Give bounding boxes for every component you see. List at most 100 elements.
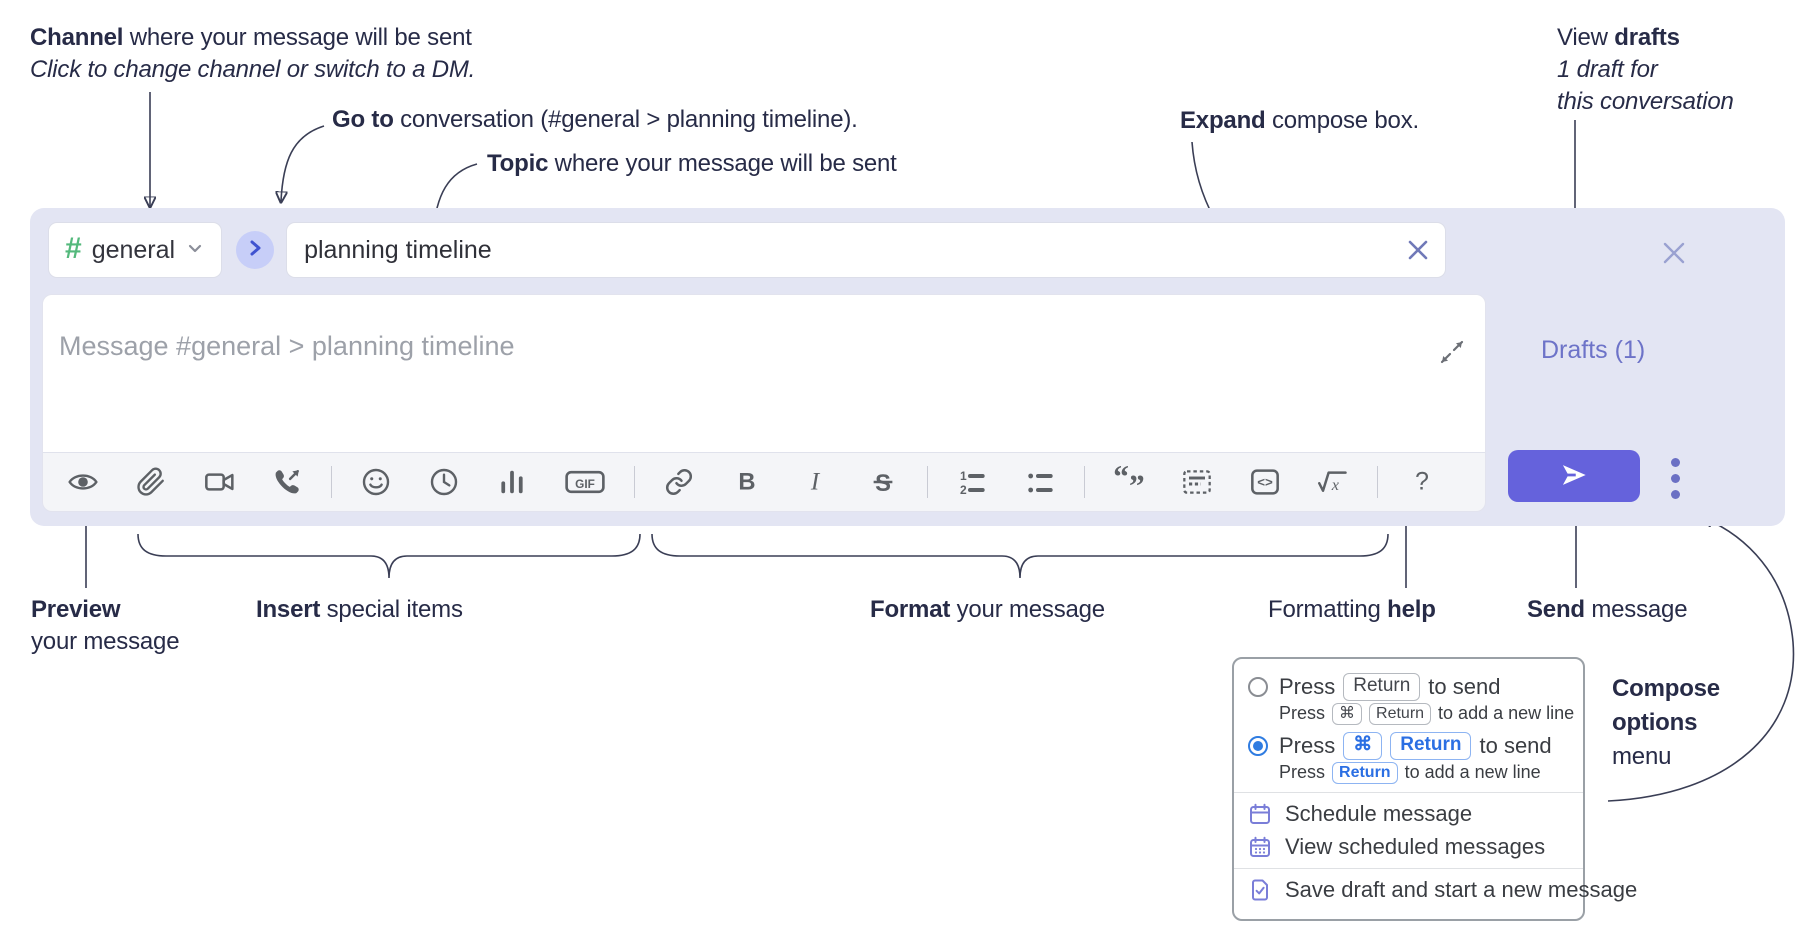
return-key-label: Return [1332, 761, 1398, 784]
quote-button[interactable]: “” [1106, 460, 1152, 504]
view-scheduled-messages-item[interactable]: View scheduled messages [1248, 834, 1566, 860]
help-annotation: Formatting help [1268, 596, 1436, 623]
cmd-enter-sends-subtext: Press Return to add a new line [1279, 761, 1541, 784]
calendar-grid-icon [1248, 835, 1272, 859]
code-button[interactable]: <> [1242, 460, 1288, 504]
bold-button[interactable]: B [724, 460, 770, 504]
formatting-help-button[interactable]: ? [1399, 460, 1445, 504]
clock-icon [428, 466, 460, 498]
toolbar-divider [1377, 466, 1378, 498]
send-icon [1559, 461, 1589, 492]
menu-divider [1234, 791, 1583, 793]
bold-icon: B [732, 467, 762, 497]
send-button[interactable] [1508, 450, 1640, 502]
math-icon: x [1316, 467, 1350, 497]
svg-text:x: x [1331, 476, 1340, 494]
strikethrough-button[interactable]: S [860, 460, 906, 504]
bulleted-list-icon [1024, 466, 1056, 498]
topic-field-wrap [286, 222, 1447, 278]
code-icon: <> [1249, 466, 1281, 498]
return-key-label: Return [1390, 731, 1472, 760]
channel-selector[interactable]: # general [48, 222, 223, 278]
quote-icon: “” [1112, 466, 1146, 498]
close-compose-button[interactable] [1659, 238, 1689, 268]
toolbar-divider [1084, 466, 1085, 498]
radio-selected-icon[interactable] [1248, 735, 1268, 756]
math-button[interactable]: x [1310, 460, 1356, 504]
italic-button[interactable]: I [792, 460, 838, 504]
add-poll-button[interactable] [489, 460, 535, 504]
expand-annotation: Expand compose box. [1180, 107, 1419, 134]
clear-topic-button[interactable] [1404, 236, 1432, 264]
menu-divider [1234, 867, 1583, 869]
message-textarea[interactable] [43, 295, 1485, 452]
spoiler-icon [1181, 466, 1213, 498]
message-area [42, 294, 1486, 452]
topic-annotation: Topic where your message will be sent [487, 150, 897, 177]
cmd-key-label: ⌘ [1332, 702, 1363, 725]
compose-toolbar: GIF B I S [42, 452, 1486, 512]
add-video-call-button[interactable] [196, 460, 242, 504]
channel-hash-icon: # [65, 232, 82, 265]
compose-options-annotation: Compose options menu [1612, 675, 1720, 770]
compose-options-menu: Press Return to send Press ⌘ Return to a… [1232, 657, 1637, 921]
send-annotation: Send message [1527, 596, 1688, 623]
topic-input[interactable] [286, 222, 1447, 278]
cmd-key-label: ⌘ [1343, 731, 1383, 760]
close-icon [1659, 242, 1689, 271]
preview-annotation: Preview your message [31, 596, 180, 655]
smiley-icon [360, 466, 392, 498]
expand-compose-button[interactable] [1439, 339, 1465, 365]
spoiler-button[interactable] [1174, 460, 1220, 504]
insert-brace [137, 533, 641, 579]
enter-sends-option[interactable]: Press Return to send [1248, 673, 1566, 701]
add-voice-call-button[interactable] [264, 460, 310, 504]
format-brace [651, 533, 1389, 579]
return-key-label: Return [1343, 673, 1421, 701]
add-gif-button[interactable]: GIF [557, 460, 613, 504]
calendar-icon [1248, 802, 1272, 826]
gif-icon: GIF [564, 466, 606, 498]
phone-call-icon [272, 467, 302, 497]
chevron-down-icon [185, 238, 205, 263]
svg-text:”: ” [1129, 468, 1145, 498]
bar-chart-icon [497, 467, 527, 497]
toolbar-divider [634, 466, 635, 498]
emoji-button[interactable] [353, 460, 399, 504]
svg-text:?: ? [1415, 468, 1429, 496]
save-draft-item[interactable]: Save draft and start a new message [1248, 877, 1637, 903]
insert-annotation: Insert special items [256, 596, 463, 623]
channel-annotation: Channel where your message will be sent … [30, 24, 476, 83]
attach-file-button[interactable] [128, 460, 174, 504]
compose-header-row: # general [48, 222, 1447, 278]
insert-link-button[interactable] [656, 460, 702, 504]
eye-icon [67, 466, 99, 498]
compose-options-button[interactable] [1660, 454, 1690, 502]
close-icon [1404, 240, 1432, 267]
radio-unselected-icon[interactable] [1248, 676, 1268, 697]
preview-button[interactable] [60, 460, 106, 504]
go-to-conversation-button[interactable] [236, 231, 275, 269]
drafts-annotation: View drafts 1 draft for this conversatio… [1557, 24, 1734, 115]
paperclip-icon [136, 467, 166, 497]
cmd-enter-sends-option[interactable]: Press ⌘ Return to send [1248, 731, 1566, 760]
drafts-link[interactable]: Drafts (1) [1541, 336, 1646, 364]
format-annotation: Format your message [870, 596, 1105, 623]
schedule-message-item[interactable]: Schedule message [1248, 801, 1566, 827]
svg-text:B: B [738, 469, 755, 496]
kebab-dots-icon [1670, 457, 1680, 499]
expand-icon [1439, 340, 1465, 368]
enter-sends-subtext: Press ⌘ Return to add a new line [1279, 702, 1575, 725]
bulleted-list-button[interactable] [1017, 460, 1063, 504]
toolbar-divider [331, 466, 332, 498]
toolbar-divider [927, 466, 928, 498]
add-global-time-button[interactable] [421, 460, 467, 504]
italic-icon: I [800, 467, 830, 497]
draft-check-icon [1248, 878, 1272, 902]
svg-text:<>: <> [1257, 475, 1273, 490]
question-mark-icon: ? [1407, 467, 1437, 497]
svg-text:1: 1 [960, 469, 967, 483]
channel-name: general [91, 235, 176, 264]
